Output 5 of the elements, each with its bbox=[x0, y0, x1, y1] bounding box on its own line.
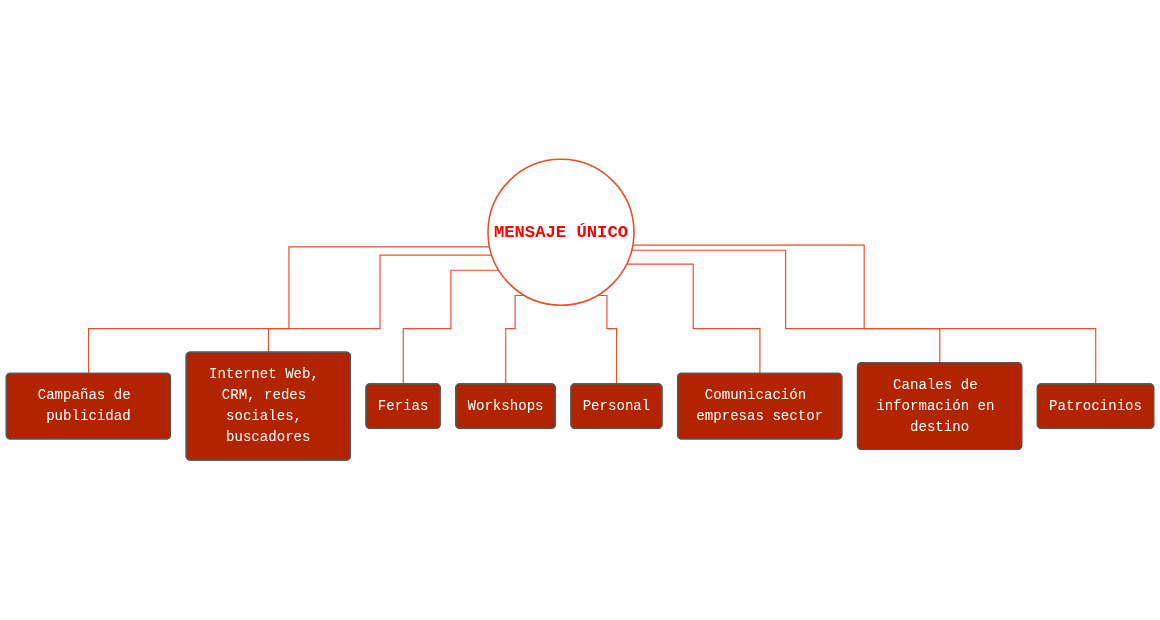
connector bbox=[632, 244, 1097, 386]
connector bbox=[631, 250, 941, 364]
connector bbox=[88, 246, 491, 375]
node-circle: MENSAJE ÚNICO bbox=[487, 158, 635, 307]
connector bbox=[626, 263, 761, 375]
